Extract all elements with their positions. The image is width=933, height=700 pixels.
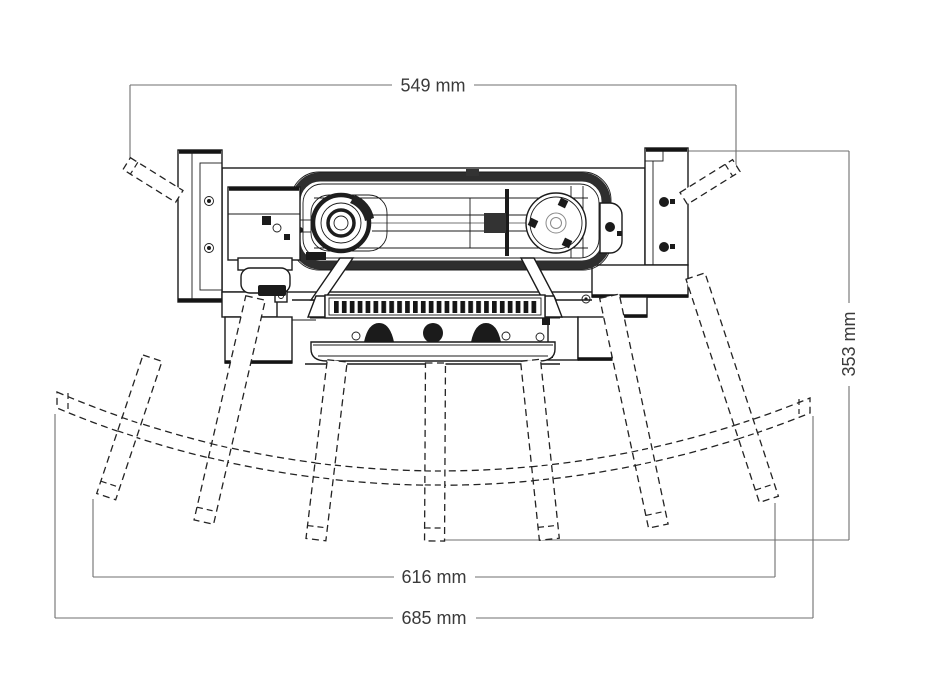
disc-bolt [561, 237, 573, 249]
right-bracket [535, 147, 689, 361]
dim-label-616: 616 mm [401, 567, 466, 587]
dimension-middle-width: 616 mm [92, 499, 776, 587]
dimension-right-height: 353 mm [440, 150, 859, 541]
gear-unit [227, 186, 311, 296]
bolt [659, 197, 669, 207]
sleeper-7 [685, 272, 780, 504]
disc-bolt [527, 217, 539, 229]
sleeper-4 [423, 362, 447, 542]
sleeper-3 [305, 358, 348, 542]
disc-bolt [557, 197, 569, 209]
center-gear [423, 323, 443, 343]
machine-assembly [177, 147, 689, 365]
sleeper-6 [598, 293, 669, 529]
right-foot-plate [591, 264, 689, 298]
sleeper-1 [95, 354, 163, 501]
shaft-block [484, 213, 506, 233]
dim-label-549: 549 mm [400, 76, 465, 96]
inner-rail-right-tip [679, 158, 741, 206]
outer-rail [56, 391, 811, 486]
left-bracket [177, 149, 223, 303]
sleeper-5 [519, 358, 560, 542]
fan-shade [350, 195, 374, 221]
bolt-hole [204, 196, 214, 206]
curved-track [56, 156, 811, 542]
dim-label-685: 685 mm [401, 608, 466, 628]
bolt-hole [204, 243, 214, 253]
brush-teeth [334, 301, 537, 313]
sleeper-2 [193, 294, 267, 526]
top-nub [466, 169, 479, 176]
bolt [659, 242, 669, 252]
dimension-bottom-width: 685 mm [54, 414, 814, 628]
drive-disc [525, 192, 623, 254]
dimension-top-width: 549 mm [129, 76, 737, 171]
brush-assembly [305, 257, 564, 365]
right-cam [471, 323, 501, 342]
bolt-hole [581, 294, 591, 304]
left-cam [364, 323, 394, 342]
dim-label-353: 353 mm [839, 311, 859, 376]
inner-rail-left-tip [122, 156, 184, 204]
